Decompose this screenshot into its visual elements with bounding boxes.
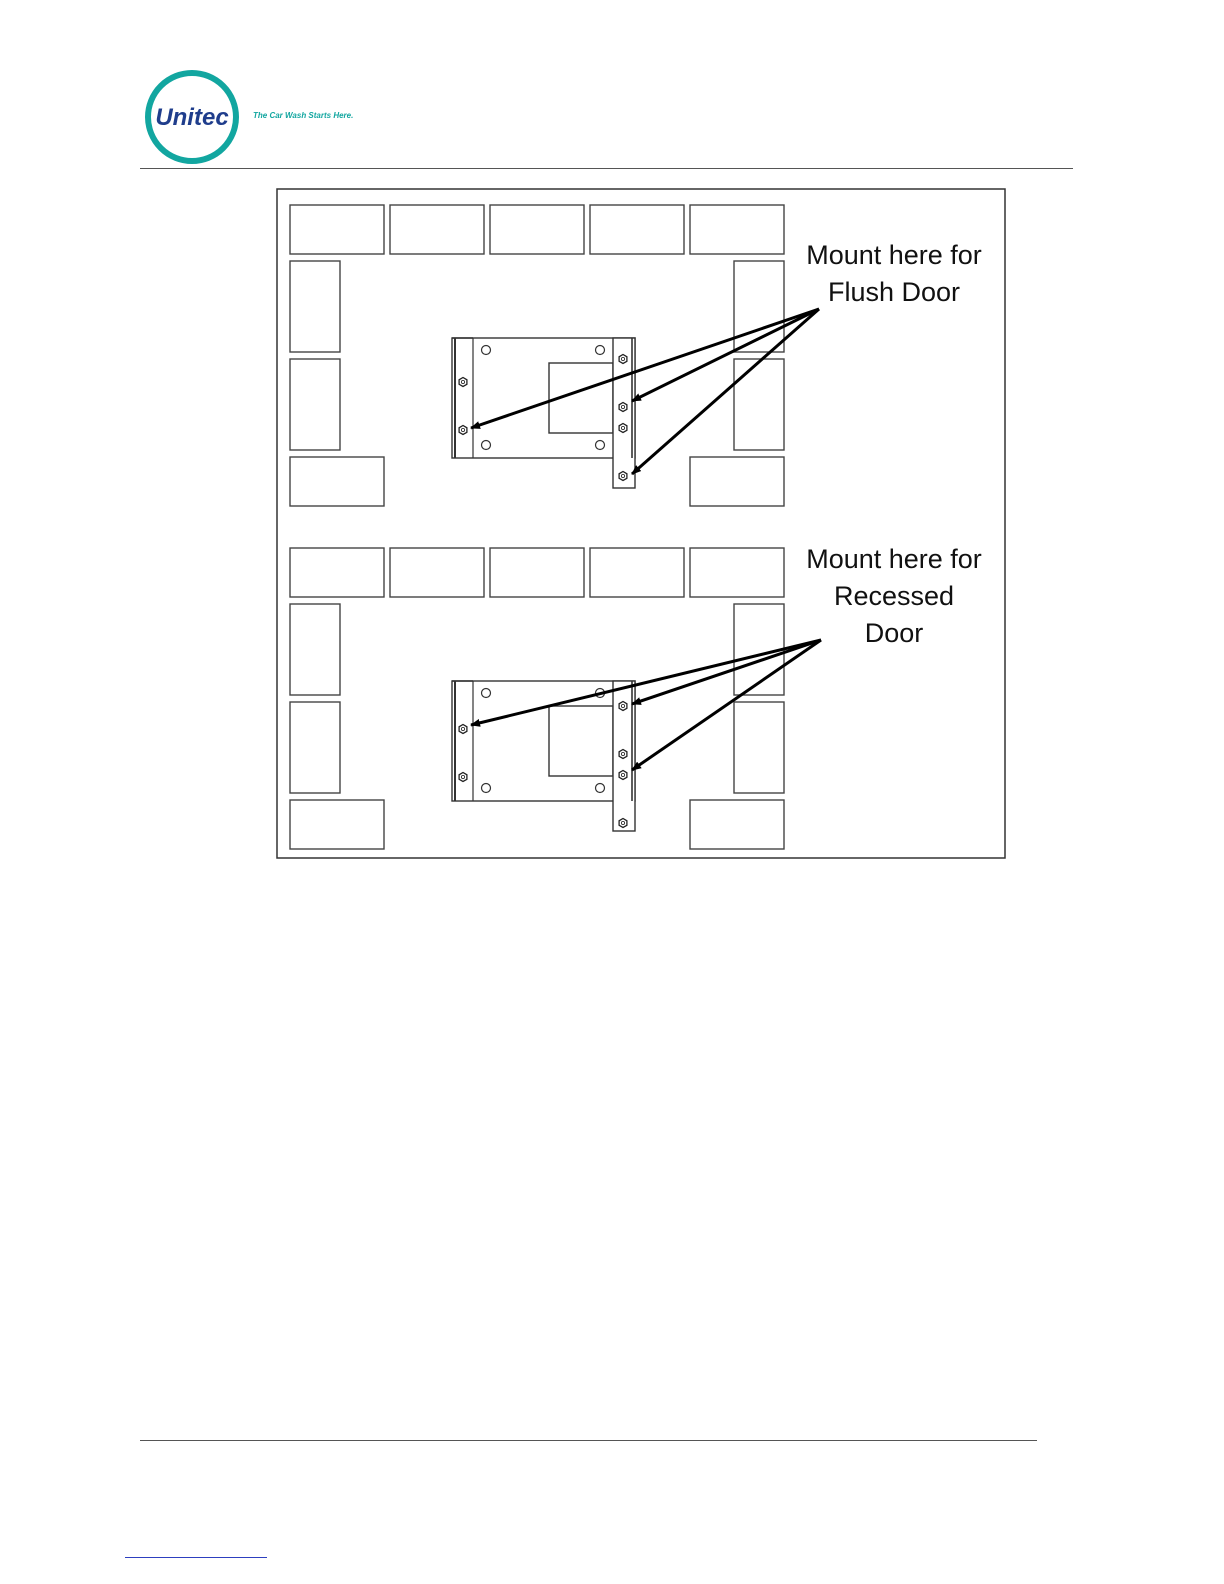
block	[290, 261, 340, 352]
recessed-callout-line-2: Recessed	[834, 581, 954, 611]
hex-nut	[619, 771, 627, 780]
block	[290, 457, 384, 506]
header-divider	[140, 168, 1073, 169]
hex-nut	[459, 725, 467, 734]
logo-tagline: The Car Wash Starts Here.	[253, 111, 353, 120]
block	[590, 205, 684, 254]
hex-nut	[619, 472, 627, 481]
company-logo: Unitec	[140, 70, 244, 164]
hex-nut	[619, 819, 627, 828]
svg-text:Unitec: Unitec	[155, 104, 228, 131]
block	[734, 359, 784, 450]
footer-divider	[140, 1440, 1037, 1441]
mounting-hole	[482, 346, 491, 355]
block	[690, 800, 784, 849]
block	[290, 548, 384, 597]
mounting-diagram: Mount here for Flush Door Mount here for…	[276, 188, 1006, 859]
block	[290, 800, 384, 849]
block	[390, 548, 484, 597]
block	[390, 205, 484, 254]
block	[490, 205, 584, 254]
block	[290, 702, 340, 793]
mounting-hole	[482, 689, 491, 698]
mounting-hole	[596, 784, 605, 793]
hex-nut	[619, 424, 627, 433]
mounting-hole	[596, 441, 605, 450]
flush-callout-line-1: Mount here for	[806, 240, 982, 270]
block	[690, 548, 784, 597]
block	[590, 548, 684, 597]
mounting-hole	[482, 441, 491, 450]
block	[290, 205, 384, 254]
mounting-hole	[596, 346, 605, 355]
mounting-hole	[482, 784, 491, 793]
block	[290, 359, 340, 450]
recessed-callout-line-1: Mount here for	[806, 544, 982, 574]
block	[690, 205, 784, 254]
hex-nut	[619, 403, 627, 412]
hex-nut	[619, 702, 627, 711]
block	[290, 604, 340, 695]
hex-nut	[619, 750, 627, 759]
hex-nut	[459, 773, 467, 782]
hex-nut	[459, 378, 467, 387]
block	[490, 548, 584, 597]
recessed-callout-line-3: Door	[865, 618, 924, 648]
hex-nut	[459, 426, 467, 435]
flush-callout-line-2: Flush Door	[828, 277, 960, 307]
footer-link-underline	[125, 1557, 267, 1558]
hex-nut	[619, 355, 627, 364]
block	[734, 702, 784, 793]
block	[690, 457, 784, 506]
